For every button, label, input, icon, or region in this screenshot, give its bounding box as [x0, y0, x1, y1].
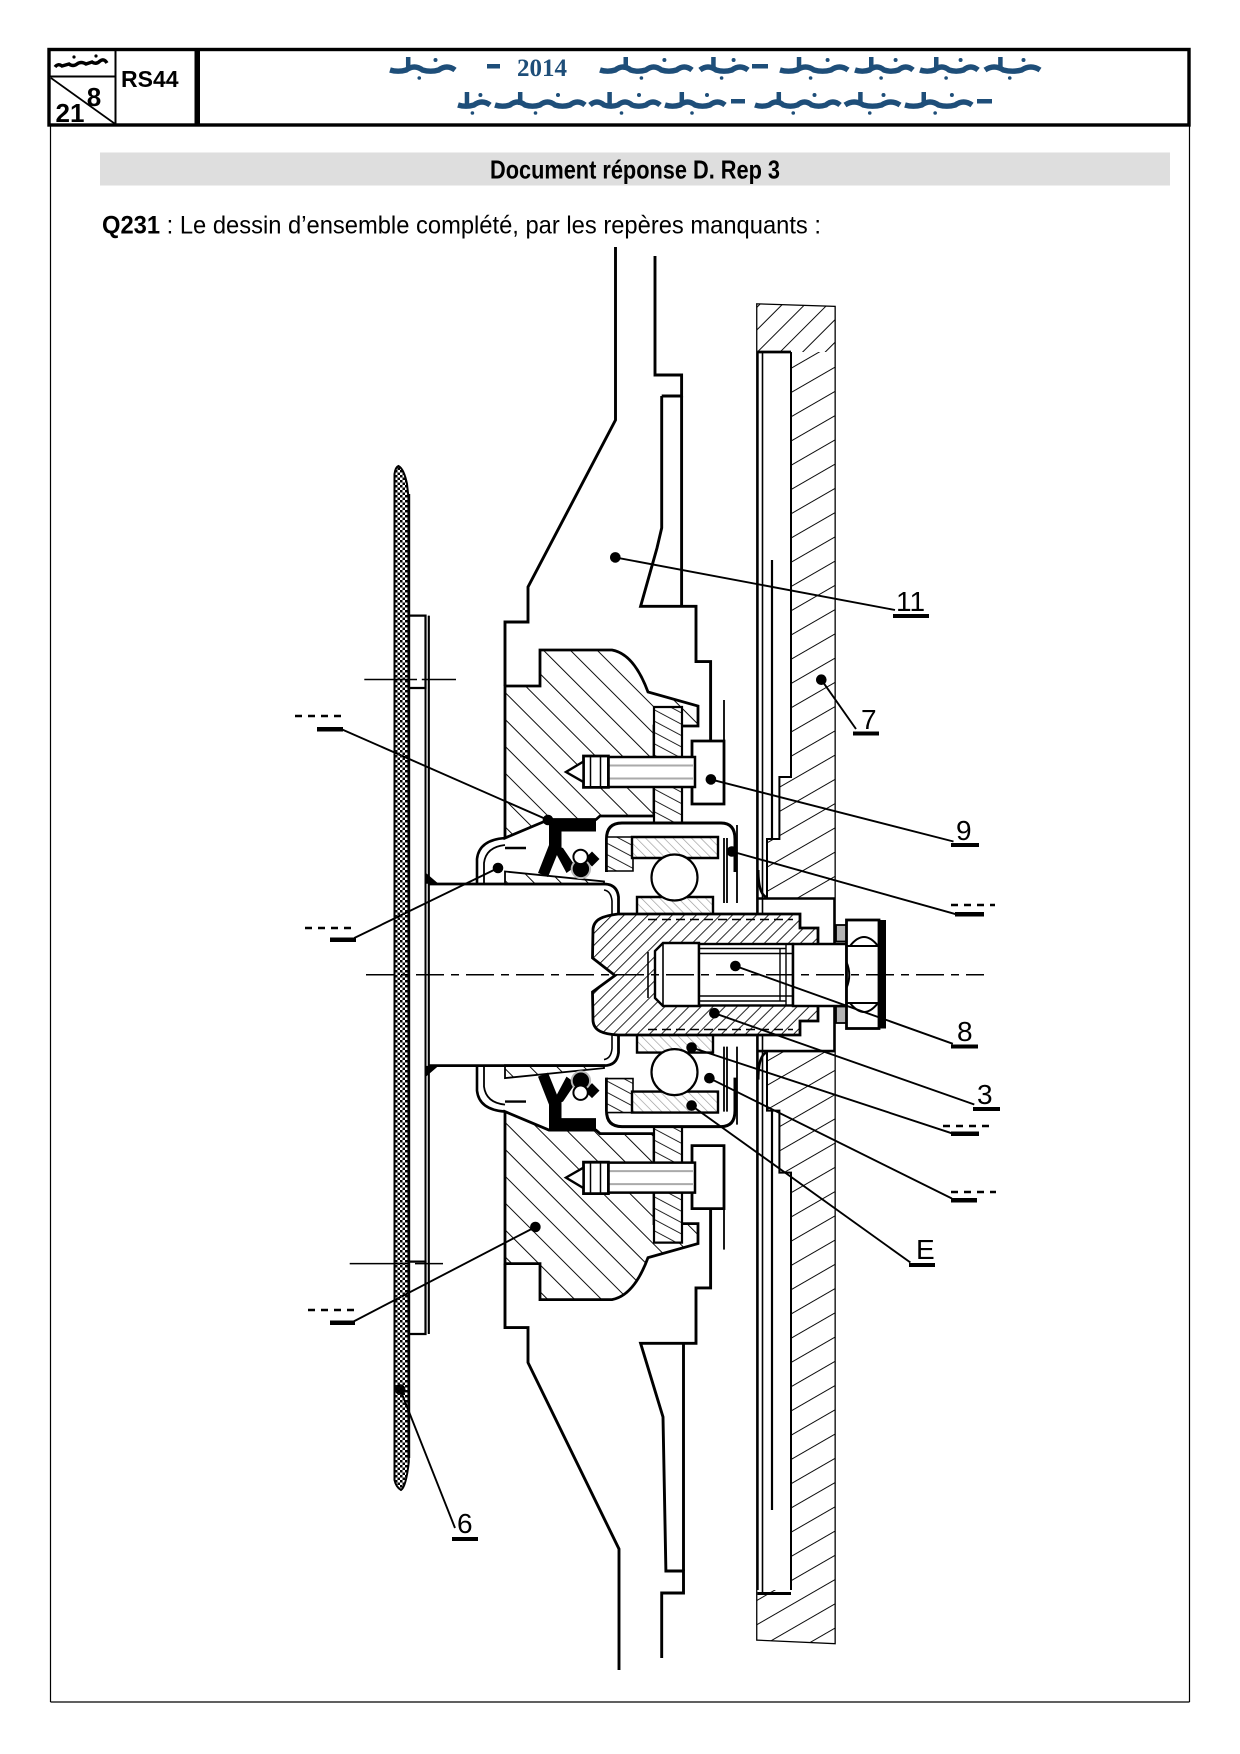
svg-text:11: 11 [896, 586, 925, 617]
svg-text:21: 21 [56, 98, 85, 128]
svg-text:2014: 2014 [517, 55, 568, 82]
svg-text:7: 7 [861, 704, 877, 735]
svg-text:8: 8 [957, 1016, 973, 1047]
svg-text:E: E [916, 1234, 935, 1265]
svg-text:8: 8 [87, 82, 101, 112]
svg-text:9: 9 [956, 815, 972, 846]
svg-text:Document réponse D. Rep 3: Document réponse D. Rep 3 [490, 155, 780, 185]
svg-text:6: 6 [457, 1508, 473, 1539]
svg-text:Q231 : Le dessin d’ensemble co: Q231 : Le dessin d’ensemble complété, pa… [102, 212, 821, 240]
svg-text:RS44: RS44 [121, 66, 179, 92]
svg-text:3: 3 [977, 1079, 993, 1110]
